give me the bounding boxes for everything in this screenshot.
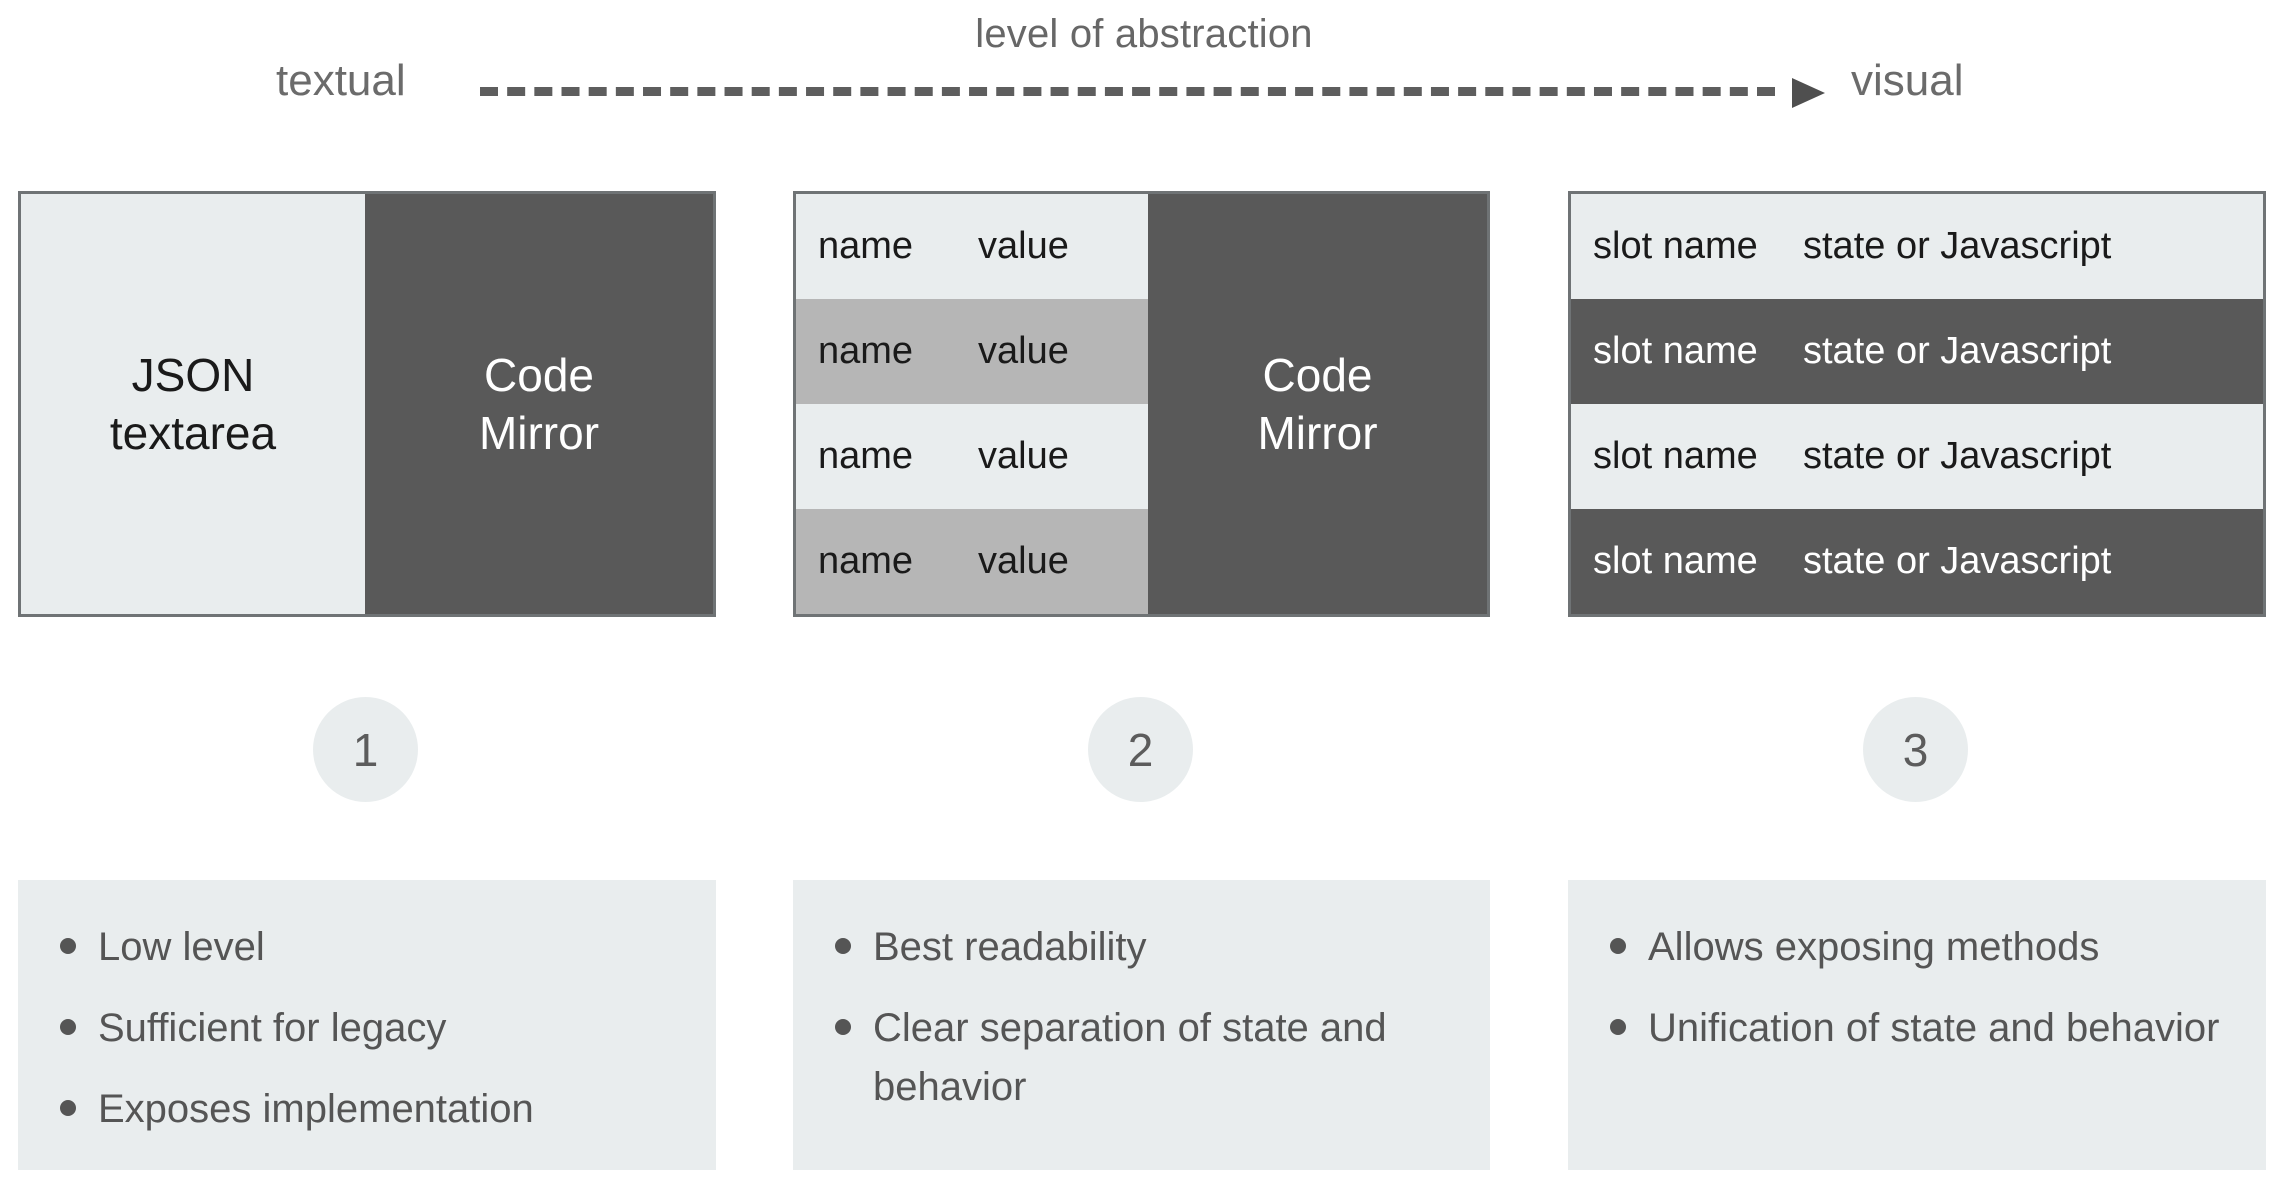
list-item: Exposes implementation bbox=[56, 1080, 686, 1139]
table-row: name value bbox=[796, 404, 1148, 509]
notes-list: Low level Sufficient for legacy Exposes … bbox=[56, 918, 686, 1140]
list-item: Unification of state and behavior bbox=[1606, 999, 2236, 1058]
cell-value: value bbox=[978, 540, 1069, 582]
cell-slot-value: state or Javascript bbox=[1803, 330, 2112, 372]
cell-value: value bbox=[978, 435, 1069, 477]
panel-1-right-line-1: Code bbox=[484, 348, 594, 401]
cell-value: value bbox=[978, 225, 1069, 267]
step-number: 3 bbox=[1902, 723, 1929, 776]
dashed-arrow-icon bbox=[480, 78, 1825, 108]
cell-name: name bbox=[818, 225, 914, 267]
panel-slot-table: slot name state or Javascript slot name … bbox=[1568, 191, 2266, 617]
cell-slot-name: slot name bbox=[1593, 330, 1758, 372]
list-item: Clear separation of state and behavior bbox=[831, 999, 1460, 1117]
step-number: 2 bbox=[1127, 723, 1154, 776]
panel-1-right-line-2: Mirror bbox=[478, 407, 600, 459]
table-row: name value bbox=[796, 509, 1148, 614]
table-row: slot name state or Javascript bbox=[1571, 404, 2263, 509]
panel-1-right-pane: Code Mirror bbox=[365, 194, 713, 614]
axis-label-textual: textual bbox=[276, 56, 406, 105]
panel-1-left-line-1: JSON bbox=[131, 348, 255, 401]
notes-box-3: Allows exposing methods Unification of s… bbox=[1568, 880, 2266, 1170]
table-row: slot name state or Javascript bbox=[1571, 509, 2263, 614]
list-item: Best readability bbox=[831, 918, 1460, 977]
cell-slot-name: slot name bbox=[1593, 435, 1758, 477]
cell-name: name bbox=[818, 540, 914, 582]
step-number: 1 bbox=[352, 723, 379, 776]
notes-list: Allows exposing methods Unification of s… bbox=[1606, 918, 2236, 1058]
panel-3-rows: slot name state or Javascript slot name … bbox=[1571, 194, 2263, 614]
axis-caption: level of abstraction bbox=[975, 12, 1313, 56]
arrow-dashed-line bbox=[480, 87, 1775, 96]
panel-2-right-line-2: Mirror bbox=[1257, 407, 1378, 459]
cell-slot-name: slot name bbox=[1593, 540, 1758, 582]
panel-name-value-table: name value name value name value name va… bbox=[793, 191, 1490, 617]
table-row: name value bbox=[796, 299, 1148, 404]
list-item: Allows exposing methods bbox=[1606, 918, 2236, 977]
cell-slot-value: state or Javascript bbox=[1803, 540, 2112, 582]
cell-slot-value: state or Javascript bbox=[1803, 435, 2112, 477]
panel-json-textarea: JSON textarea Code Mirror bbox=[18, 191, 716, 617]
notes-box-2: Best readability Clear separation of sta… bbox=[793, 880, 1490, 1170]
panel-1-left-line-2: textarea bbox=[109, 407, 277, 459]
table-row: name value bbox=[796, 194, 1148, 299]
cell-name: name bbox=[818, 330, 914, 372]
step-badge-3: 3 bbox=[1863, 697, 1968, 802]
notes-box-1: Low level Sufficient for legacy Exposes … bbox=[18, 880, 716, 1170]
cell-value: value bbox=[978, 330, 1069, 372]
arrow-head-icon bbox=[1792, 78, 1825, 108]
step-badge-1: 1 bbox=[313, 697, 418, 802]
cell-slot-value: state or Javascript bbox=[1803, 225, 2112, 267]
cell-slot-name: slot name bbox=[1593, 225, 1758, 267]
panel-2-right-line-1: Code bbox=[1262, 348, 1373, 401]
list-item: Low level bbox=[56, 918, 686, 977]
notes-list: Best readability Clear separation of sta… bbox=[831, 918, 1460, 1118]
step-badge-2: 2 bbox=[1088, 697, 1193, 802]
panel-2-right-pane: Code Mirror bbox=[1148, 194, 1487, 614]
panel-1-left-pane: JSON textarea bbox=[21, 194, 365, 614]
axis-label-visual: visual bbox=[1851, 56, 1964, 105]
table-row: slot name state or Javascript bbox=[1571, 194, 2263, 299]
list-item: Sufficient for legacy bbox=[56, 999, 686, 1058]
table-row: slot name state or Javascript bbox=[1571, 299, 2263, 404]
cell-name: name bbox=[818, 435, 914, 477]
panel-2-left-pane: name value name value name value name va… bbox=[796, 194, 1148, 614]
